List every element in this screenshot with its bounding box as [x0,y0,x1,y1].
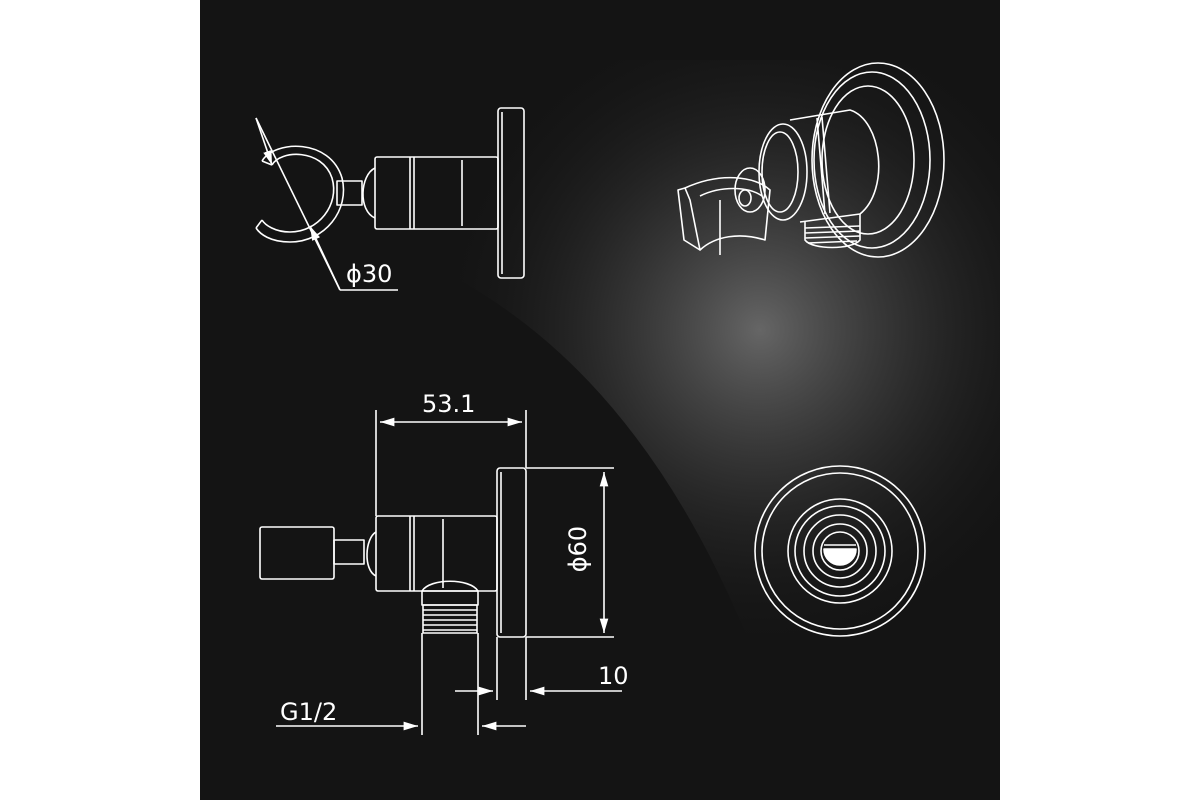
thread-dimension [276,633,526,735]
flange-diameter-dimension [526,467,614,638]
drawing-canvas [255,60,1000,735]
perspective-view [677,62,945,258]
flange-diameter-label: ϕ60 [564,525,593,573]
flange-thickness-dimension [455,637,622,700]
technical-drawing-sheet: ϕ30 53.1 ϕ60 10 G1/2 [200,0,1000,800]
side-view-holder [255,107,525,279]
side-view-dimensioned [259,467,527,638]
flange-thickness-label: 10 [598,662,629,690]
depth-dimension [375,410,527,516]
holder-diameter-label: ϕ30 [346,260,393,288]
front-view [754,465,926,637]
thread-label: G1/2 [280,698,338,726]
depth-label: 53.1 [422,390,476,418]
